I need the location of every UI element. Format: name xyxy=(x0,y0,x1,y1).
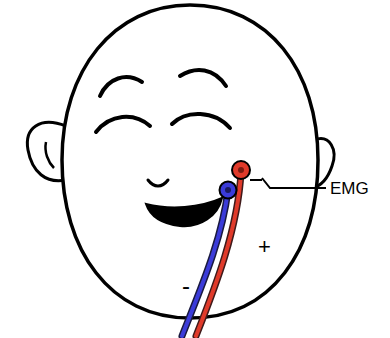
electrode-center xyxy=(225,187,231,193)
left-eyebrow xyxy=(100,77,142,96)
signal-label: EMG xyxy=(330,180,369,197)
leader-line xyxy=(250,179,262,181)
right-eye xyxy=(172,114,230,128)
left-ear xyxy=(27,122,66,180)
nose xyxy=(148,180,168,186)
signal-label: + xyxy=(258,236,271,258)
positive-electrode xyxy=(232,161,250,179)
positive-wire-outline xyxy=(196,172,241,336)
right-eyebrow xyxy=(180,70,226,86)
left-ear-detail xyxy=(45,142,54,168)
head-outline xyxy=(62,5,318,318)
leader-line xyxy=(262,178,326,188)
electrode-center xyxy=(238,167,244,173)
positive-wire xyxy=(196,172,241,336)
negative-electrode xyxy=(220,182,237,199)
mouth xyxy=(146,198,222,226)
left-eye xyxy=(96,117,150,132)
signal-label: - xyxy=(182,274,190,298)
